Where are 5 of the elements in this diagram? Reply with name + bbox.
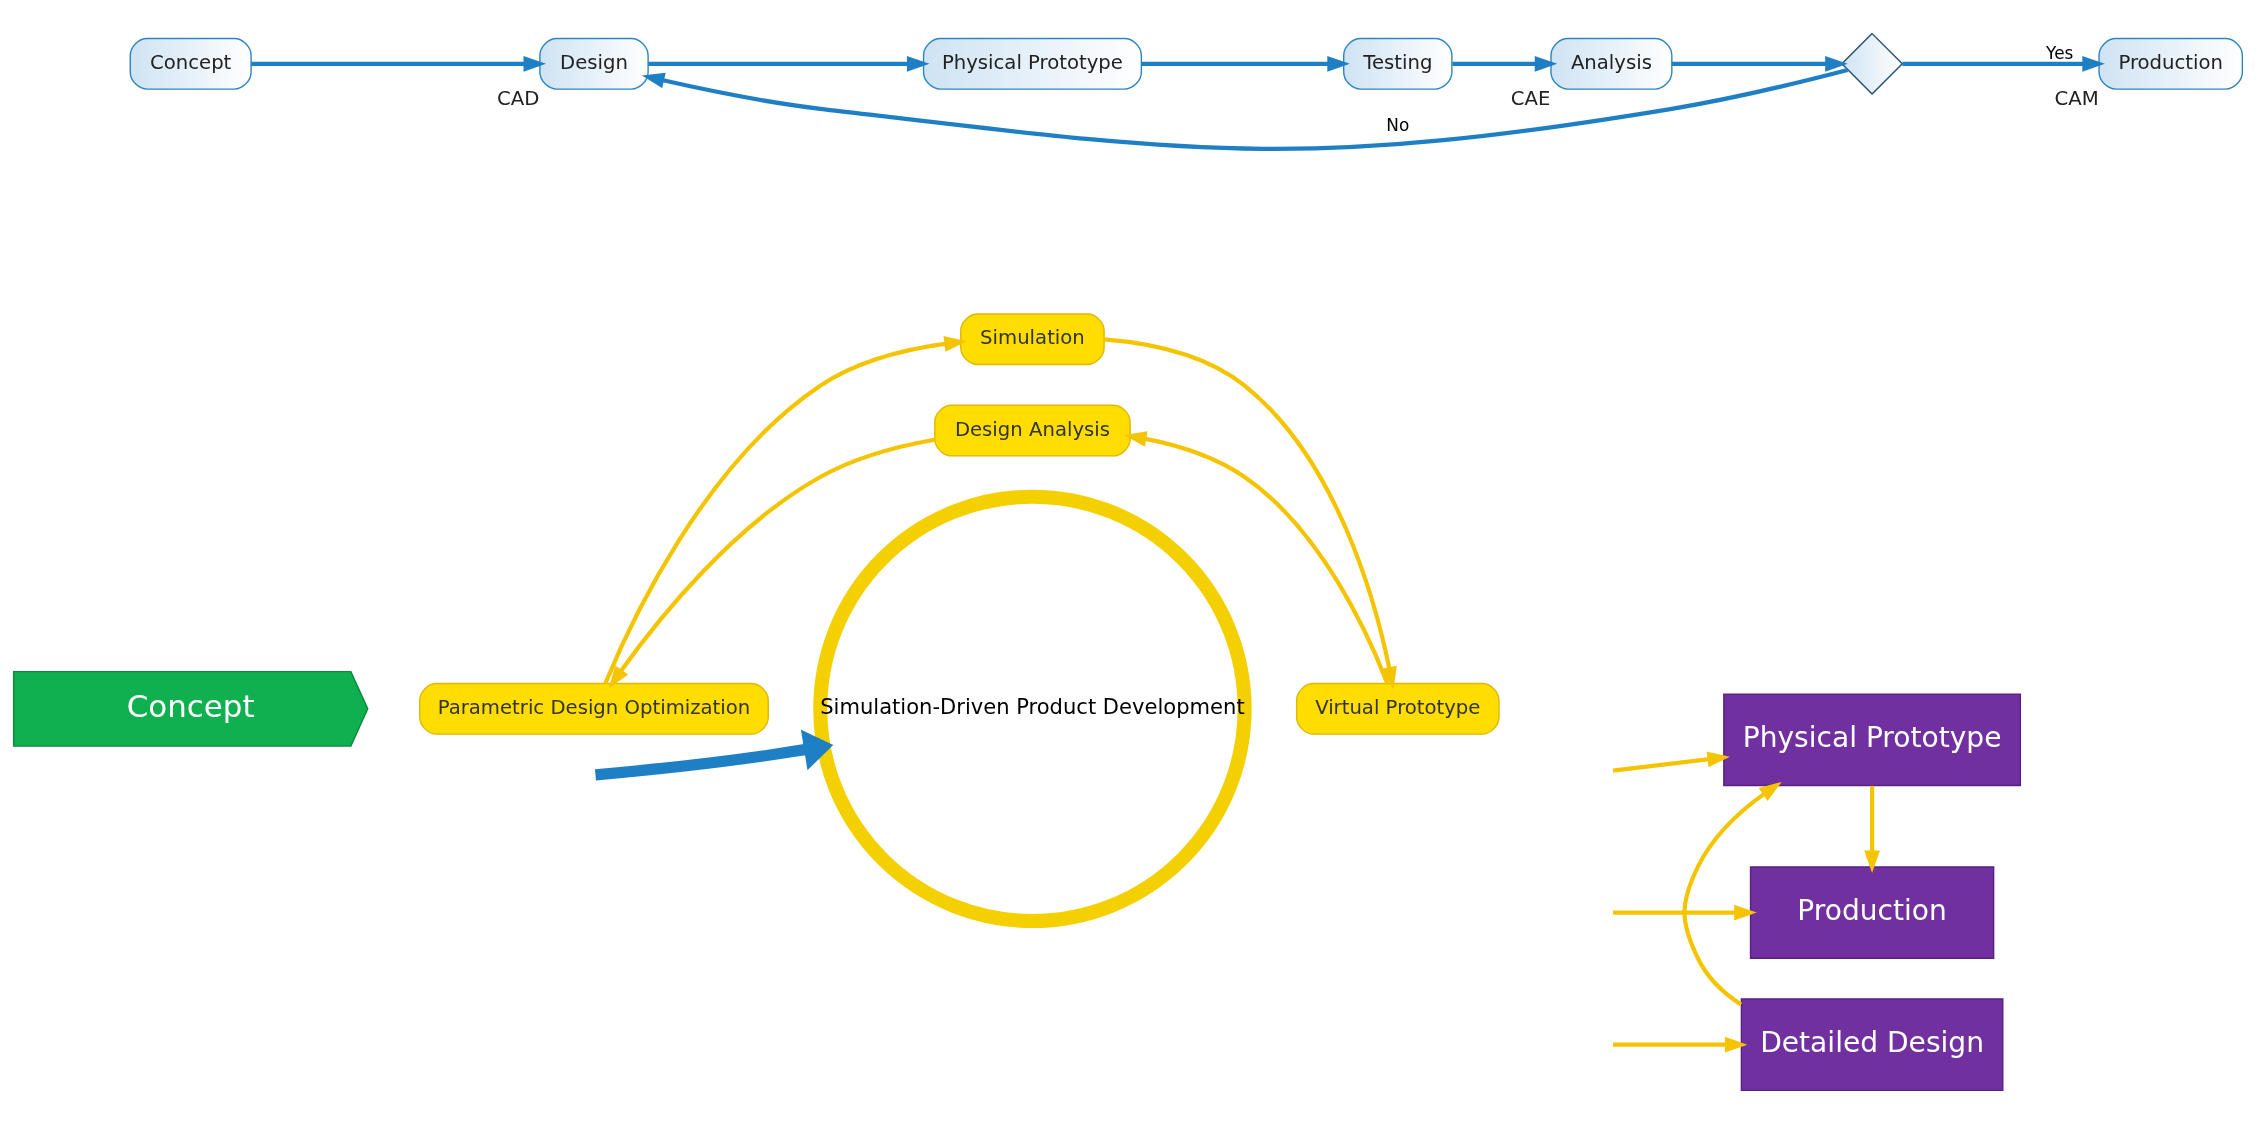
edge-label: Yes: [2046, 43, 2074, 64]
edge-label: No: [1386, 114, 1410, 135]
node-label: CAM: [2054, 86, 2099, 110]
node-label: CAE: [1510, 86, 1551, 110]
node-label: CAD: [496, 86, 540, 110]
